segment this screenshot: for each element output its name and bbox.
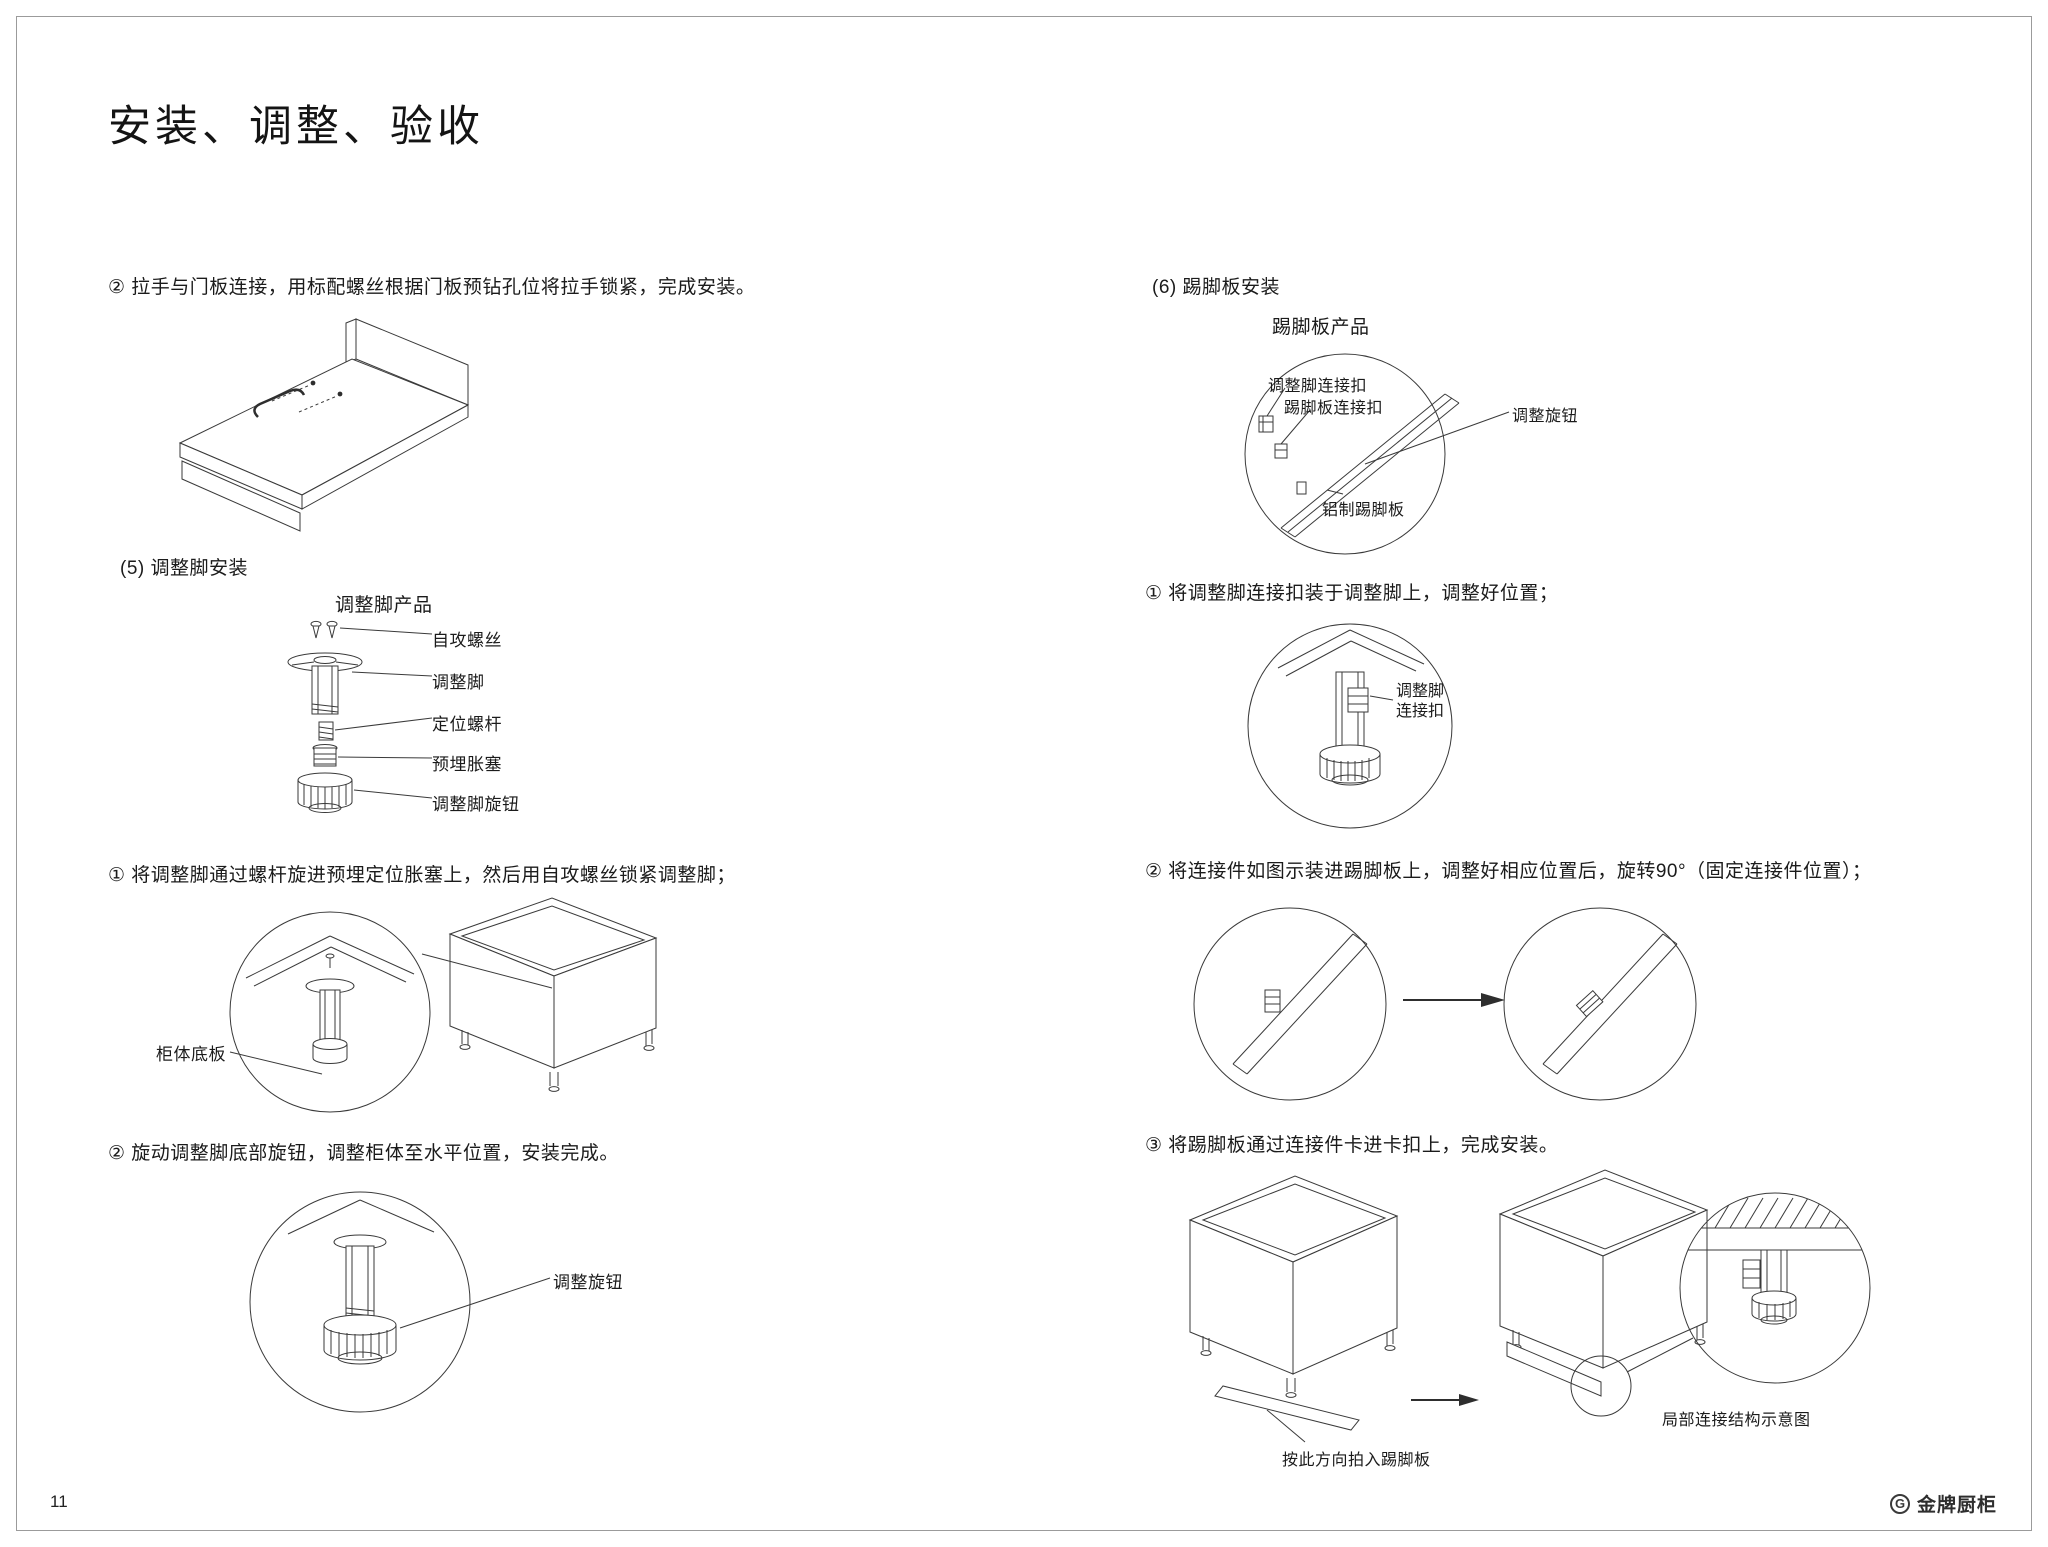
brand-logo: G 金牌厨柜 [1890, 1490, 1997, 1517]
part-label-adjustable-foot: 调整脚 [432, 673, 485, 692]
right-step2-text: ② 将连接件如图示装进踢脚板上，调整好相应位置后，旋转90°（固定连接件位置）； [1145, 861, 1872, 882]
alu-board-label: 铝制踢脚板 [1322, 502, 1405, 519]
section6-title: (6) 踢脚板安装 [1152, 277, 1281, 298]
door-handle-drawing [178, 318, 470, 532]
clip-after-icon [1575, 989, 1604, 1018]
board-clip-icon [1274, 443, 1288, 459]
left-step2-text: ② 旋动调整脚底部旋钮，调整柜体至水平位置，安装完成。 [108, 1143, 619, 1164]
page-number: 11 [50, 1492, 68, 1511]
right-step3-text: ③ 将踢脚板通过连接件卡进卡扣上，完成安装。 [1145, 1135, 1559, 1156]
foot-clip-icon [1258, 415, 1274, 433]
foot-install-figure [150, 892, 670, 1127]
foot-clip-label: 调整脚连接扣 [1268, 378, 1368, 395]
foot-clip-icon [1347, 687, 1369, 713]
page-title: 安装、调整、验收 [108, 103, 484, 151]
left-step1-text: ① 将调整脚通过螺杆旋进预埋定位胀塞上，然后用自攻螺丝锁紧调整脚； [108, 865, 736, 886]
foot-install-drawing [229, 897, 658, 1113]
handle-icon [253, 388, 306, 418]
detail-structure-label: 局部连接结构示意图 [1662, 1412, 1811, 1429]
handle-step-text: ② 拉手与门板连接，用标配螺丝根据门板预钻孔位将拉手锁紧，完成安装。 [108, 277, 756, 298]
kickboard-install-drawing [1188, 1169, 1871, 1443]
clip-before-icon [1264, 989, 1281, 1013]
clip-on-foot-drawing [1247, 623, 1453, 829]
part-label-expansion-plug: 预埋胀塞 [432, 755, 502, 774]
board-clip-label: 踢脚板连接扣 [1284, 400, 1384, 417]
knob-closeup-drawing [249, 1191, 551, 1413]
installed-kickboard-icon [1506, 1341, 1602, 1397]
kickboard-product-title: 踢脚板产品 [1272, 317, 1370, 338]
kickboard-install-figure [1155, 1158, 1915, 1468]
adjustable-foot-exploded-drawing [287, 620, 433, 813]
connector-clip-icon [1742, 1259, 1761, 1289]
left-knob-label: 调整旋钮 [553, 1273, 623, 1292]
right-step1-text: ① 将调整脚连接扣装于调整脚上，调整好位置； [1145, 583, 1559, 604]
brand-g-icon: G [1890, 1493, 1910, 1514]
screw-icon [310, 380, 316, 386]
knob-closeup-figure [230, 1172, 650, 1432]
screw-icon [337, 391, 343, 397]
part-label-self-tapping-screw: 自攻螺丝 [432, 631, 502, 650]
kickboard-knob-label: 调整旋钮 [1512, 408, 1579, 425]
section5-title: (5) 调整脚安装 [120, 558, 249, 579]
adjustable-foot-product-title: 调整脚产品 [335, 595, 433, 616]
adjustable-foot-exploded-figure [240, 618, 440, 828]
part-label-foot-knob: 调整脚旋钮 [432, 795, 520, 814]
kickboard-panel-icon [1214, 1385, 1360, 1431]
rotate-clip-drawing [1193, 907, 1697, 1101]
clip-on-foot-figure [1240, 610, 1560, 840]
foot-clip-two-line-label: 调整脚 连接扣 [1396, 683, 1445, 720]
arrow-icon [1459, 1394, 1479, 1406]
push-direction-label: 按此方向拍入踢脚板 [1282, 1452, 1431, 1469]
part-label-positioning-screw: 定位螺杆 [432, 715, 502, 734]
arrow-icon [1481, 993, 1505, 1007]
cabinet-bottom-label: 柜体底板 [156, 1045, 226, 1064]
page-border [16, 16, 2032, 1531]
kickboard-product-drawing [1244, 353, 1510, 555]
brand-name: 金牌厨柜 [1917, 1495, 1998, 1516]
rotate-clip-figure [1185, 894, 1745, 1114]
kickboard-product-figure [1215, 332, 1635, 582]
door-handle-figure [150, 315, 480, 545]
